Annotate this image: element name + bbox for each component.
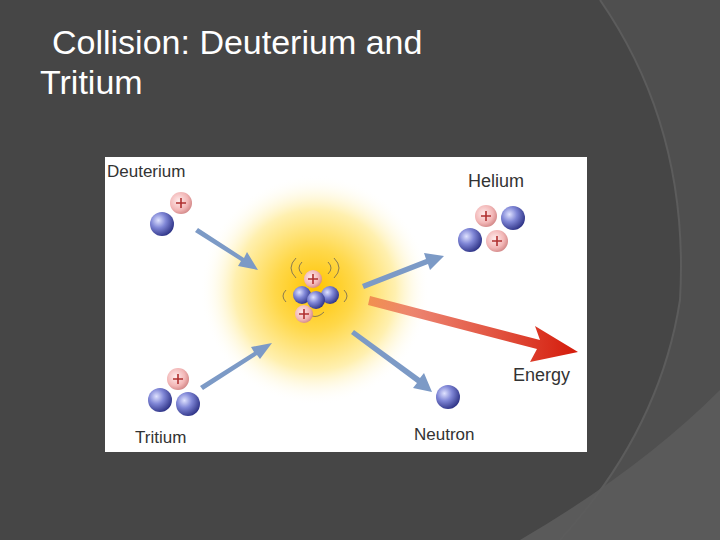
particle-label: Deuterium bbox=[107, 162, 185, 182]
free-neutron bbox=[436, 385, 460, 409]
particle-label: Tritium bbox=[135, 428, 186, 448]
particle-label: Energy bbox=[513, 365, 570, 385]
particle-label: Neutron bbox=[414, 425, 474, 445]
helium-nucleus bbox=[458, 205, 525, 252]
picture-frame bbox=[105, 157, 587, 452]
slide-title: Collision: Deuterium and Tritium bbox=[40, 22, 520, 102]
deuterium-nucleus bbox=[150, 192, 192, 236]
fusing-nucleus bbox=[283, 258, 347, 323]
tritium-nucleus bbox=[148, 368, 200, 416]
fusion-glow bbox=[200, 175, 430, 405]
particle-label: Helium bbox=[468, 171, 524, 191]
energy-arrow bbox=[368, 296, 578, 362]
